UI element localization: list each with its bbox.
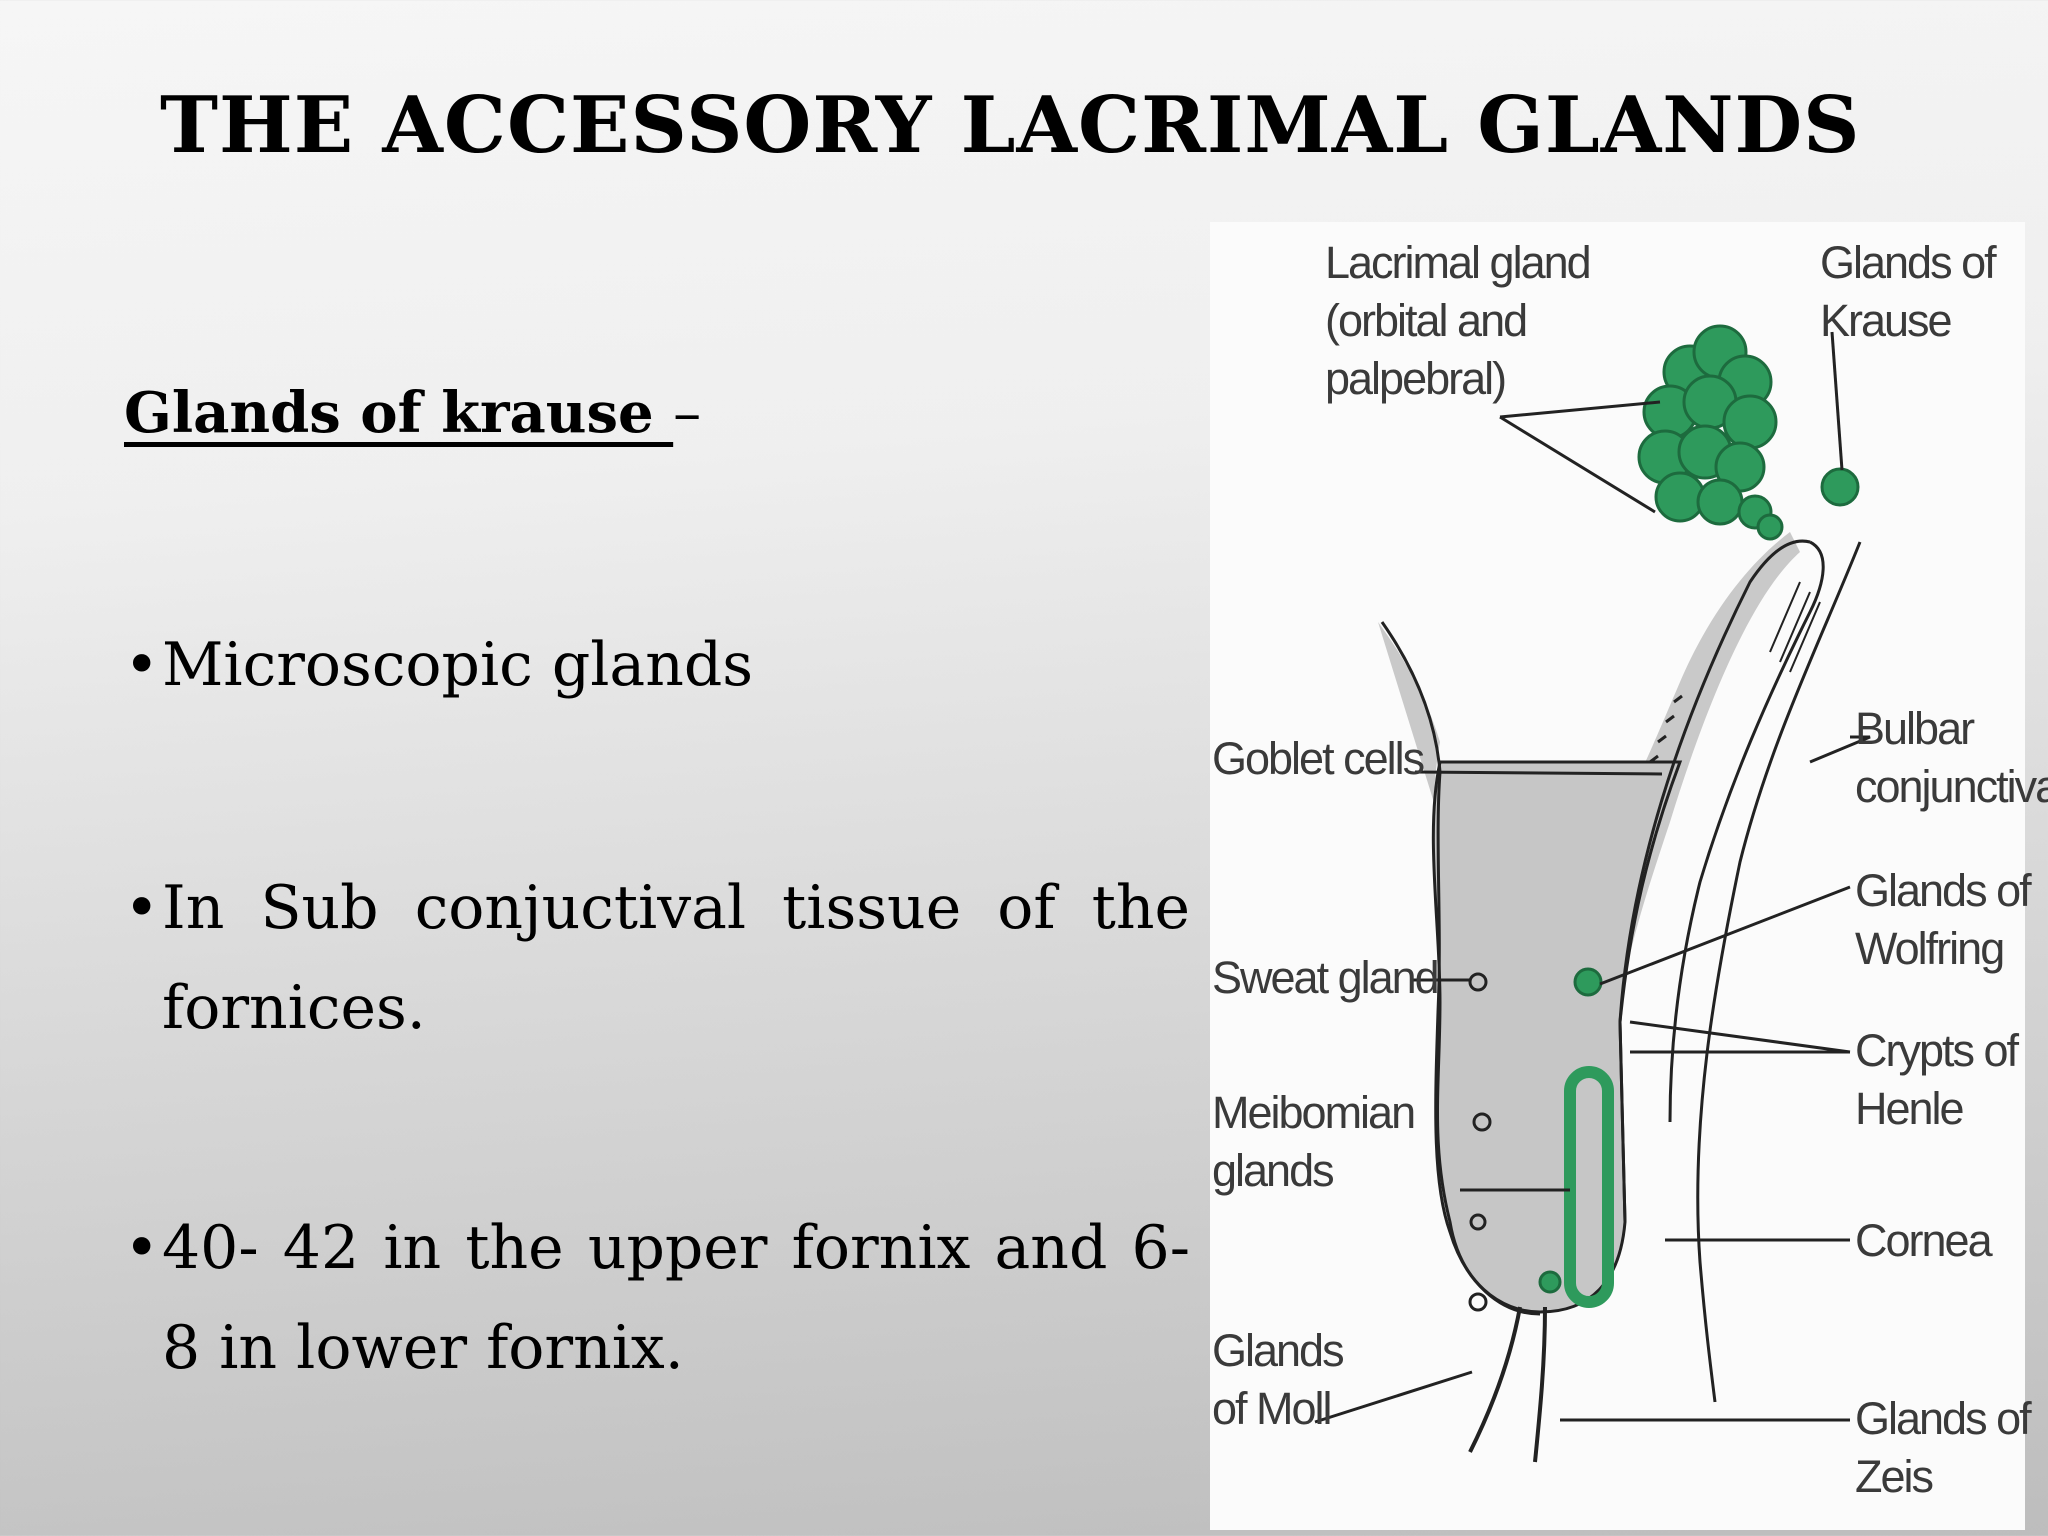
label-glands-of-zeis: Glands of Zeis [1855, 1393, 2032, 1502]
bullet-count: • 40- 42 in the upper fornix and 6-8 in … [124, 1198, 1190, 1398]
label-bulbar-conjunctiva: Bulbar conjunctiva [1855, 703, 2048, 812]
eyelash [1468, 1306, 1522, 1453]
eyelid-tissue-fill [1431, 760, 1683, 1314]
leader-lines [1314, 331, 1871, 1424]
krause-gland [1820, 467, 1860, 507]
bullet-marker: • [124, 873, 160, 943]
bulbar-conjunctiva-line [1668, 540, 1825, 1123]
cornea-line [1696, 541, 1862, 1403]
eyelid-illustration [1314, 324, 1871, 1463]
bullet-text: In Sub conjuctival tissue of the fornice… [162, 873, 1190, 1043]
zeis-gland [1538, 1270, 1562, 1294]
bullet-text: Microscopic glands [162, 630, 754, 700]
palpebral-conjunctiva [1618, 539, 1811, 1223]
bullet-marker: • [124, 1213, 160, 1283]
sweat-gland [1468, 972, 1488, 992]
label-lacrimal-gland: Lacrimal gland (orbital and palpebral) [1325, 237, 1592, 404]
bullet-marker: • [124, 630, 160, 700]
skin-line [1380, 621, 1541, 1316]
bullet-microscopic-glands: • Microscopic glands [124, 615, 1190, 715]
label-goblet-cells: Goblet cells [1212, 733, 1425, 784]
subheading-label: Glands of krause [124, 380, 674, 446]
slide-title: THE ACCESSORY LACRIMAL GLANDS [160, 80, 1861, 171]
meibomian-gland [1564, 1066, 1614, 1308]
label-meibomian-glands: Meibomian glands [1212, 1087, 1416, 1196]
label-glands-of-moll: Glands of Moll [1212, 1325, 1345, 1434]
bullet-location: • In Sub conjuctival tissue of the forni… [124, 858, 1190, 1058]
label-crypts-of-henle: Crypts of Henle [1855, 1025, 2019, 1134]
meibomian-opening [1469, 1213, 1487, 1231]
label-sweat-gland: Sweat gland [1212, 952, 1440, 1003]
eyelash [1533, 1306, 1547, 1463]
wolfring-gland [1573, 967, 1603, 997]
label-glands-of-krause: Glands of Krause [1820, 237, 1997, 346]
lacrimal-gland-cluster [1637, 324, 1784, 541]
subheading-glands-of-krause: Glands of krause – [124, 380, 701, 446]
label-glands-of-wolfring: Glands of Wolfring [1855, 865, 2032, 974]
moll-gland [1468, 1292, 1488, 1312]
sclera-hatch [1769, 581, 1821, 673]
eyelid-glands-diagram: Lacrimal gland (orbital and palpebral) G… [1210, 222, 2048, 1530]
label-cornea: Cornea [1855, 1215, 1993, 1266]
subheading-dash: – [673, 381, 702, 446]
goblet-cells-marks [1649, 694, 1683, 764]
bullet-text: 40- 42 in the upper fornix and 6-8 in lo… [162, 1213, 1190, 1383]
meibomian-opening [1472, 1112, 1492, 1132]
